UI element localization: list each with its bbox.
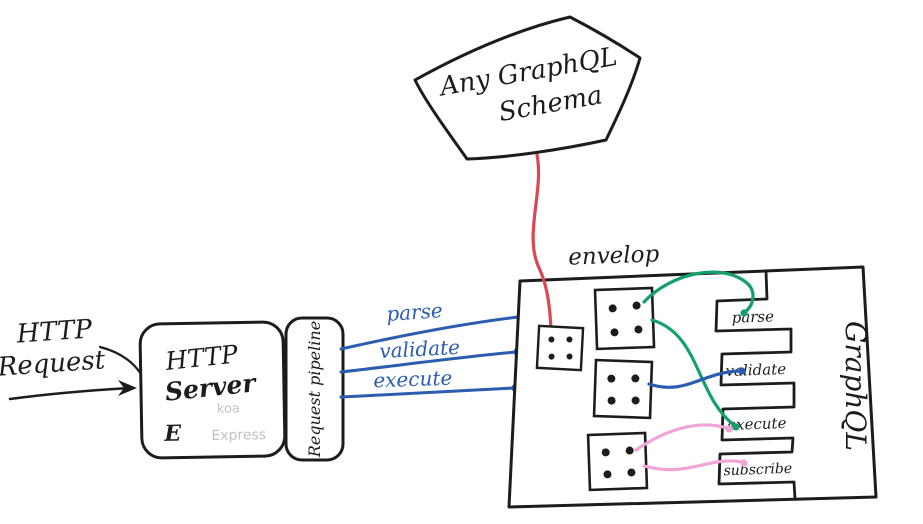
wire-green-execute — [650, 318, 736, 427]
plugin-dot — [625, 446, 634, 455]
plugin-dot — [566, 353, 573, 360]
plugin-dot — [627, 468, 636, 477]
plugin-block-b — [592, 358, 654, 420]
call-line-execute — [339, 386, 516, 399]
graphql-slot-label-subscribe: subscribe — [723, 461, 792, 479]
request-squiggle-line — [98, 345, 143, 376]
wire-endpoint-execute-pink — [725, 425, 733, 433]
plugin-block-outline — [593, 286, 656, 351]
wire-endpoint-validate — [738, 367, 746, 375]
request-pipeline-outline — [284, 316, 345, 462]
client-request-group: HTTP Request — [0, 314, 143, 401]
plugin-dot — [607, 374, 616, 383]
plugin-block-small — [535, 324, 585, 372]
call-label-execute: execute — [373, 366, 453, 393]
http-server-box: HTTP Server koa E Express — [138, 320, 287, 460]
http-request-label-line1: HTTP — [15, 314, 94, 349]
plugin-dot — [610, 328, 619, 337]
graphql-label: GraphQL — [839, 321, 872, 451]
wire-pink-subscribe — [642, 459, 744, 472]
request-arrow-head-icon — [118, 380, 137, 396]
http-server-outline — [138, 320, 287, 460]
request-arrow-line — [8, 386, 132, 401]
wire-endpoint-execute-green — [732, 423, 740, 431]
plugin-dot — [601, 448, 610, 457]
express-logo-icon: E — [163, 421, 182, 447]
koa-logo-label: koa — [217, 402, 240, 417]
request-pipeline-label: Request pipeline — [305, 321, 324, 458]
plugin-dot — [603, 470, 612, 479]
schema-bubble-outline — [413, 15, 642, 161]
plugin-dot — [634, 325, 643, 334]
pipeline-calls-group: parse validate execute — [339, 298, 526, 399]
plugin-block-c — [586, 431, 649, 492]
call-line-parse — [339, 315, 520, 351]
plugin-block-outline — [586, 431, 649, 492]
wire-green-parse — [642, 270, 755, 314]
envelop-label: envelop — [568, 241, 660, 270]
envelop-outline — [507, 265, 878, 509]
plugin-dot — [607, 396, 616, 405]
wire-pink-execute — [634, 423, 729, 452]
call-label-parse: parse — [386, 298, 444, 326]
plugin-block-outline — [592, 358, 654, 420]
request-pipeline-box: Request pipeline — [284, 316, 345, 462]
plugin-dot — [566, 336, 573, 343]
plugin-block-outline — [535, 324, 585, 372]
plugin-dot — [632, 301, 641, 310]
http-request-label-line2: Request — [0, 345, 107, 383]
schema-bubble: Any GraphQL Schema — [413, 15, 642, 161]
call-line-validate — [339, 350, 518, 374]
call-label-validate: validate — [379, 335, 461, 363]
graphql-slot-label-parse: parse — [731, 307, 774, 326]
plugin-dot — [548, 353, 555, 360]
plugin-dot — [631, 396, 640, 405]
graphql-slot-label-validate: validate — [725, 360, 786, 380]
plugin-dot — [548, 336, 555, 343]
express-logo-label: Express — [211, 427, 266, 444]
schema-connector-line — [531, 148, 553, 331]
graphql-slot-comb — [714, 269, 797, 501]
plugin-dot — [631, 374, 640, 383]
wire-endpoint-subscribe — [740, 459, 748, 467]
wire-blue-validate — [647, 369, 742, 389]
plugin-block-a — [593, 286, 656, 351]
wire-endpoint-parse — [740, 309, 748, 317]
plugin-wires-group — [634, 270, 755, 472]
plugin-dot — [608, 304, 617, 313]
graphql-slot-label-execute: execute — [727, 414, 787, 434]
